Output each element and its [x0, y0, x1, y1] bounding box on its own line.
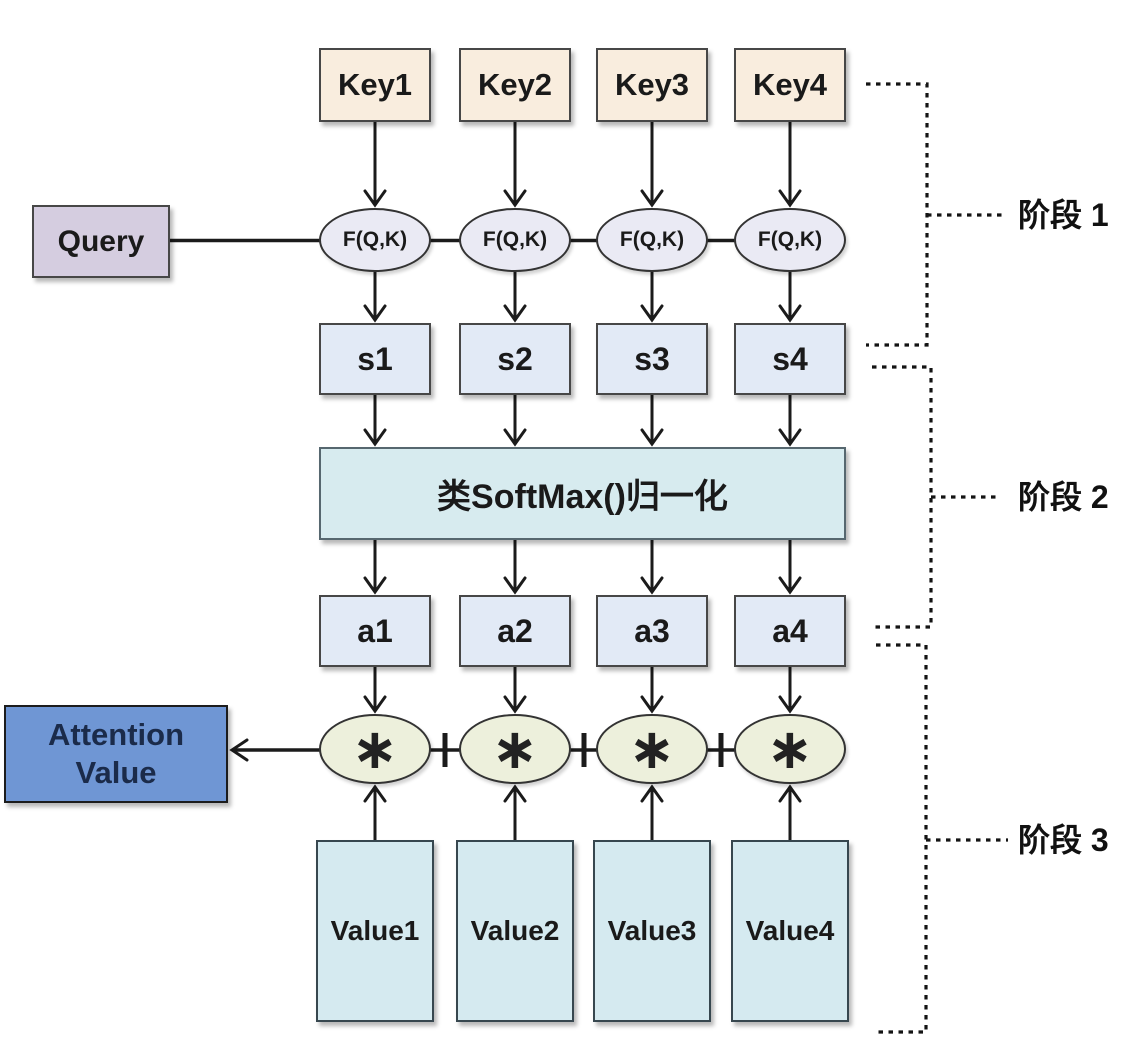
multiply2-ellipse: ∗	[459, 714, 571, 784]
score4-box: s4	[734, 323, 846, 395]
value2-box: Value2	[456, 840, 574, 1022]
arrow-score-to-s-head-2	[503, 304, 527, 323]
weight1-box: a1	[319, 595, 431, 667]
score-fn4-ellipse: F(Q,K)	[734, 208, 846, 272]
arrow-key-to-score-head-3	[640, 189, 664, 208]
arrow-to-attention-value	[229, 738, 249, 762]
weight3-box: a3	[596, 595, 708, 667]
arrow-s-to-softmax-head-2	[503, 428, 527, 447]
arrow-key-to-score-head-4	[778, 189, 802, 208]
key1-box: Key1	[319, 48, 431, 122]
arrow-s-to-softmax-head-4	[778, 428, 802, 447]
multiply1-ellipse: ∗	[319, 714, 431, 784]
score3-box: s3	[596, 323, 708, 395]
arrow-score-to-s-head-1	[363, 304, 387, 323]
arrow-value-to-multiply-head-2	[503, 784, 527, 803]
arrow-value-to-multiply-head-4	[778, 784, 802, 803]
arrow-softmax-to-a-head-1	[363, 576, 387, 595]
stage-3-label: 阶段 3	[1018, 822, 1109, 858]
value4-box: Value4	[731, 840, 849, 1022]
arrow-key-to-score-head-1	[363, 189, 387, 208]
arrow-s-to-softmax-head-3	[640, 428, 664, 447]
weight4-box: a4	[734, 595, 846, 667]
key3-box: Key3	[596, 48, 708, 122]
arrow-softmax-to-a-head-4	[778, 576, 802, 595]
arrow-value-to-multiply-head-3	[640, 784, 664, 803]
key2-box: Key2	[459, 48, 571, 122]
arrow-a-to-multiply-head-4	[778, 695, 802, 714]
arrow-value-to-multiply-head-1	[363, 784, 387, 803]
stage-2-label: 阶段 2	[1018, 479, 1109, 515]
arrow-score-to-s-head-4	[778, 304, 802, 323]
score-fn3-ellipse: F(Q,K)	[596, 208, 708, 272]
key4-box: Key4	[734, 48, 846, 122]
weight2-box: a2	[459, 595, 571, 667]
arrow-a-to-multiply-head-2	[503, 695, 527, 714]
attention-value-line2: Value	[75, 755, 157, 790]
query-box: Query	[32, 205, 170, 278]
attention-value-box: Attention Value	[4, 705, 228, 803]
arrow-softmax-to-a-head-2	[503, 576, 527, 595]
arrow-softmax-to-a-head-3	[640, 576, 664, 595]
value1-box: Value1	[316, 840, 434, 1022]
stage-1-bracket	[866, 82, 1004, 347]
score-fn2-ellipse: F(Q,K)	[459, 208, 571, 272]
softmax-box: 类SoftMax()归一化	[319, 447, 846, 540]
arrow-key-to-score-head-2	[503, 189, 527, 208]
score-fn1-ellipse: F(Q,K)	[319, 208, 431, 272]
arrow-a-to-multiply-head-3	[640, 695, 664, 714]
multiply3-ellipse: ∗	[596, 714, 708, 784]
arrow-a-to-multiply-head-1	[363, 695, 387, 714]
attention-value-line1: Attention	[47, 717, 185, 753]
score1-box: s1	[319, 323, 431, 395]
stage-1-label: 阶段 1	[1018, 197, 1109, 233]
arrow-s-to-softmax-head-1	[363, 428, 387, 447]
arrow-score-to-s-head-3	[640, 304, 664, 323]
score2-box: s2	[459, 323, 571, 395]
value3-box: Value3	[593, 840, 711, 1022]
stage-2-bracket	[872, 365, 996, 629]
multiply4-ellipse: ∗	[734, 714, 846, 784]
stage-3-bracket	[876, 643, 1008, 1034]
